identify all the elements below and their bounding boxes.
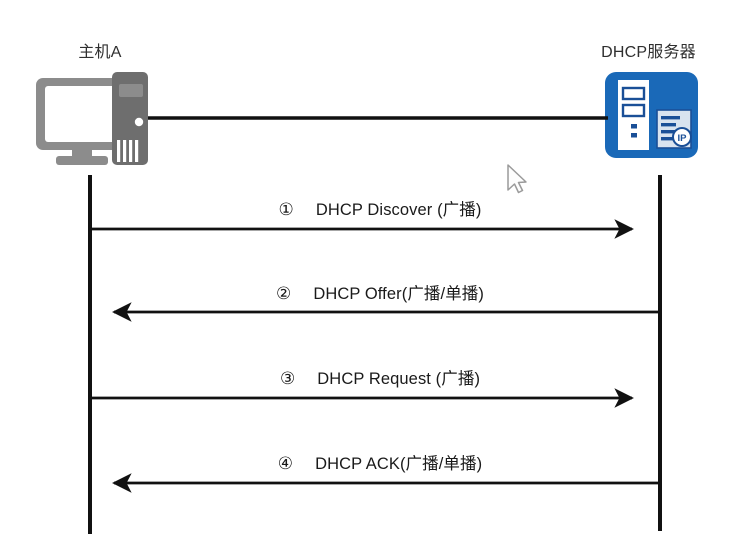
message-label-2: ② DHCP Offer(广播/单播) [120, 280, 640, 304]
desktop-computer-icon [36, 72, 148, 165]
host-node-label: 主机A [78, 44, 122, 61]
message-text-2: DHCP Offer(广播/单播) [313, 285, 485, 303]
message-text-3: DHCP Request (广播) [317, 370, 481, 388]
message-number-2: ② [275, 284, 292, 303]
message-number-4: ④ [277, 454, 294, 473]
message-text-4: DHCP ACK(广播/单播) [315, 455, 483, 473]
message-label-1: ① DHCP Discover (广播) [120, 196, 640, 220]
server-node-label: DHCP服务器 [601, 44, 696, 61]
mouse-pointer-icon [507, 164, 527, 194]
dhcp-server-icon: IP [605, 72, 698, 158]
message-text-1: DHCP Discover (广播) [315, 201, 482, 219]
message-number-3: ③ [279, 369, 296, 388]
message-label-3: ③ DHCP Request (广播) [120, 365, 640, 389]
svg-text:IP: IP [678, 133, 688, 144]
message-number-1: ① [278, 200, 294, 219]
message-label-4: ④ DHCP ACK(广播/单播) [120, 450, 640, 474]
